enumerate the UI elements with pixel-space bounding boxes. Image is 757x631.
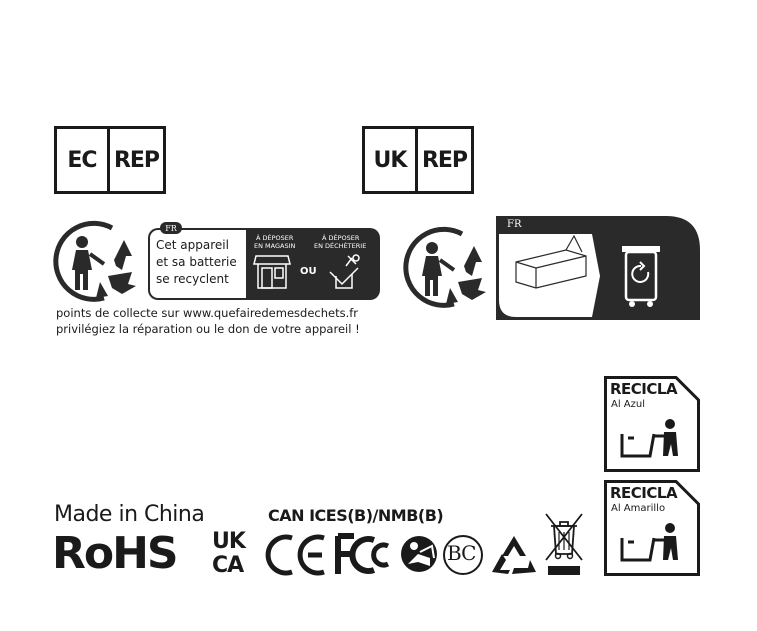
rohs-label: RoHS — [52, 530, 177, 578]
triman-line-2: et sa batterie — [156, 255, 237, 269]
fcc-mark-icon — [334, 534, 398, 576]
triman-line-3: se recyclent — [156, 272, 229, 286]
read-manual-icon — [400, 534, 438, 574]
triman-line-1: Cet appareil — [156, 238, 229, 252]
store-icon — [252, 252, 292, 292]
recicla-amarillo-sub: Al Amarillo — [611, 503, 665, 514]
recycling-triangle-icon — [490, 534, 538, 576]
ec-label: EC — [57, 129, 110, 191]
triman-icon — [52, 220, 142, 304]
fr-label-pack: FR — [507, 219, 521, 230]
uk-rep-label: REP — [418, 129, 471, 191]
dechet-icon — [322, 252, 366, 292]
packaging-info-panel — [496, 216, 700, 320]
recicla-azul-title: RECICLA — [610, 380, 677, 398]
ukca-bottom: CA — [212, 554, 243, 578]
made-in-label: Made in China — [54, 502, 204, 527]
triman-icon-2 — [402, 226, 492, 310]
triman-caption-1: points de collecte sur www.quefairedemes… — [56, 306, 358, 320]
recicla-amarillo-title: RECICLA — [610, 484, 677, 502]
ce-mark-icon — [266, 534, 330, 576]
fr-badge: FR — [160, 222, 182, 234]
ices-label: CAN ICES(B)/NMB(B) — [268, 506, 443, 525]
bc-label: BC — [447, 541, 475, 565]
uk-label: UK — [365, 129, 418, 191]
store-label-2: EN MAGASIN — [254, 242, 295, 250]
uk-rep-box: UK REP — [362, 126, 474, 194]
ec-rep-label: REP — [110, 129, 163, 191]
ec-rep-box: EC REP — [54, 126, 166, 194]
dechet-label-1: À DÉPOSER — [322, 234, 359, 242]
ukca-top: UK — [212, 530, 245, 554]
ou-label: OU — [300, 266, 317, 277]
recicla-azul-sub: Al Azul — [611, 399, 645, 410]
dechet-label-2: EN DÉCHÈTERIE — [314, 242, 366, 250]
triman-caption-2: privilégiez la réparation ou le don de v… — [56, 322, 360, 336]
weee-bin-icon — [542, 512, 586, 578]
store-label-1: À DÉPOSER — [256, 234, 293, 242]
